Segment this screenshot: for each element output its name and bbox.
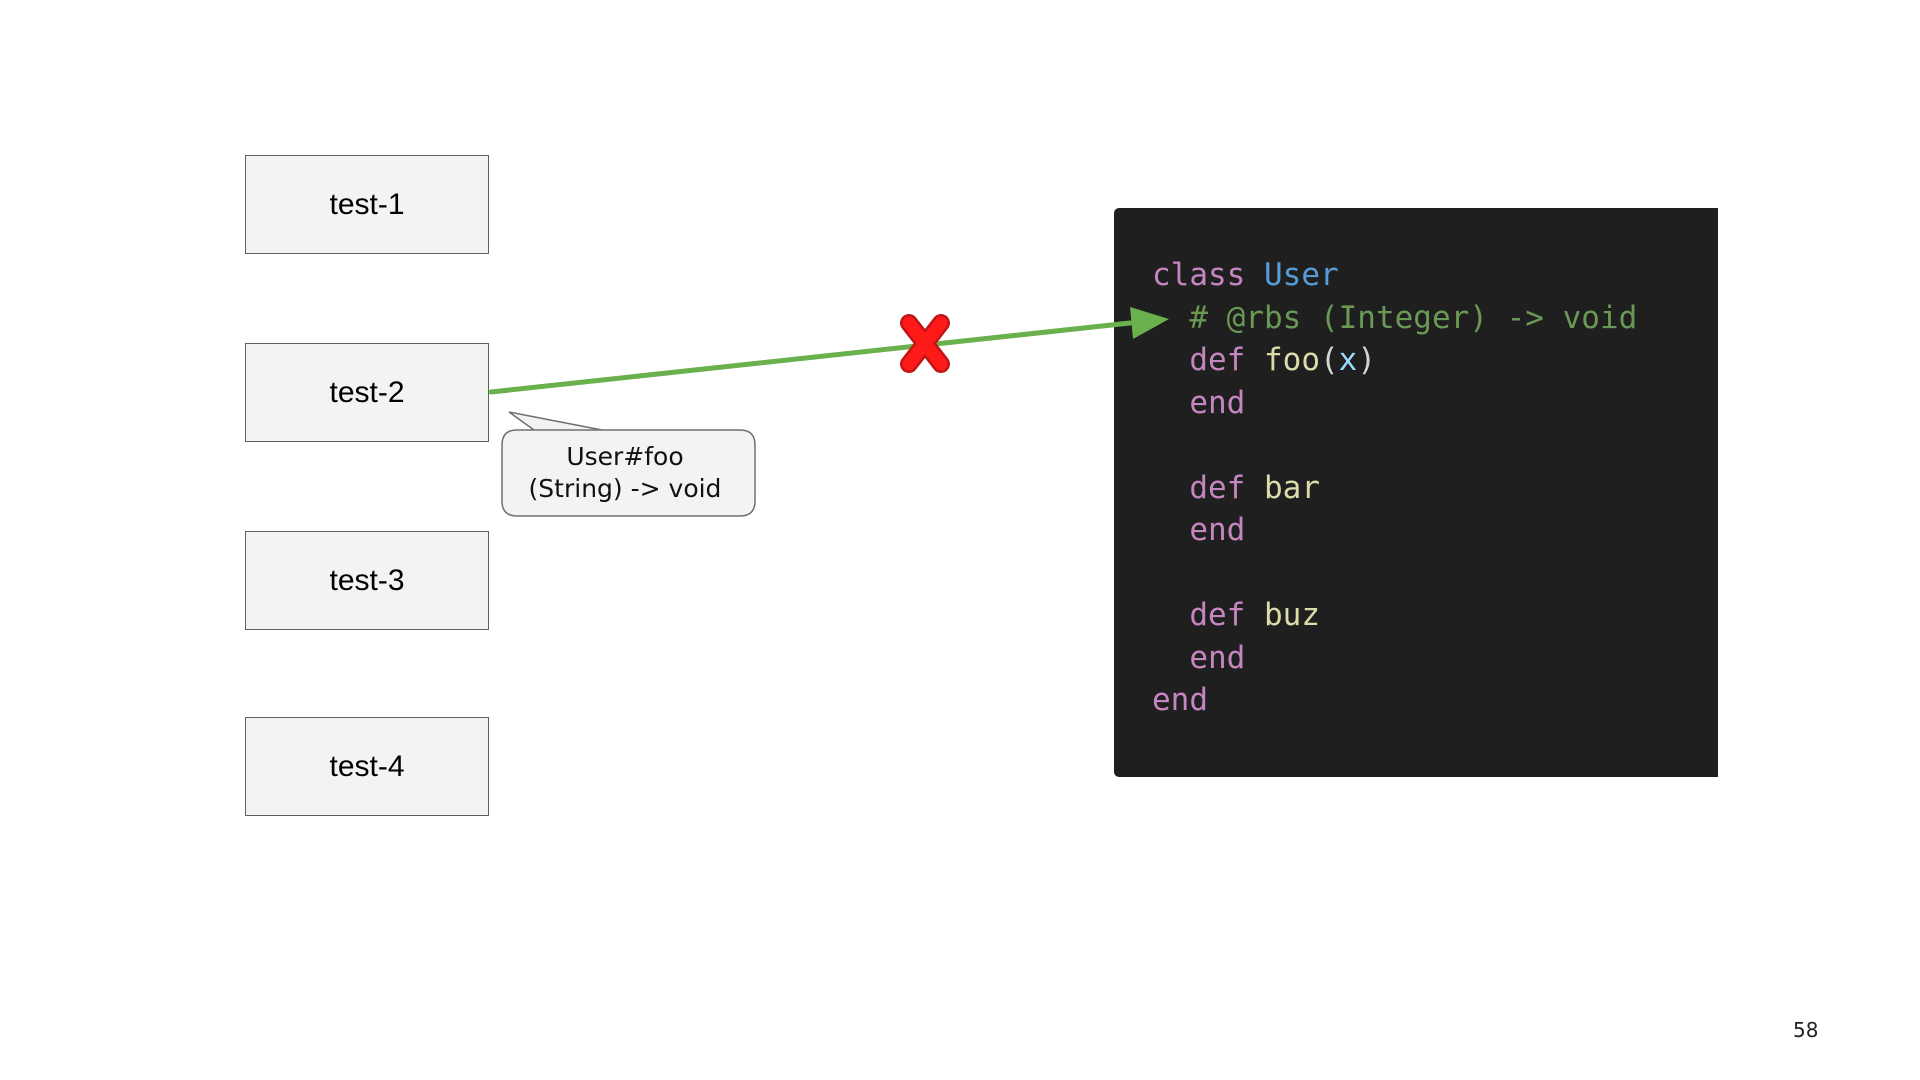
end-keyword: end [1189,384,1246,421]
test-box-label: test-4 [329,749,405,783]
param-x: x [1338,342,1358,378]
code-line-def-bar: def bar [1152,467,1637,510]
code-line-def-buz: def buz [1152,594,1637,637]
page-number: 58 [1793,1018,1819,1042]
test-box-4: test-4 [245,717,489,816]
test-box-label: test-1 [329,187,405,221]
class-keyword: class [1152,257,1246,293]
code-block: class User # @rbs (Integer) -> void def … [1152,254,1637,722]
close-paren: ) [1357,342,1377,378]
callout-line-1: User#foo [566,441,684,471]
code-line-class: class User [1152,254,1637,297]
test-box-label: test-3 [329,563,405,597]
code-line-end-bar: end [1152,509,1637,552]
open-paren: ( [1320,342,1339,378]
def-keyword: def [1189,342,1246,378]
arrowhead-icon [1130,307,1169,339]
method-name-foo: foo [1264,342,1320,378]
test-box-2: test-2 [245,343,489,442]
red-x-cross-icon [900,314,950,373]
callout-line-2: (String) -> void [528,473,722,503]
test-box-3: test-3 [245,531,489,630]
method-name-buz: buz [1264,597,1320,633]
code-panel: class User # @rbs (Integer) -> void def … [1114,208,1718,777]
def-keyword: def [1189,469,1246,506]
test-box-label: test-2 [329,375,405,409]
speech-bubble [501,411,756,517]
class-name: User [1264,257,1339,293]
def-keyword: def [1189,597,1246,633]
rbs-comment: # @rbs (Integer) -> void [1189,299,1638,336]
code-line-end-foo: end [1152,382,1637,425]
code-line-comment: # @rbs (Integer) -> void [1152,297,1637,340]
code-line-def-foo: def foo(x) [1152,339,1637,382]
method-name-bar: bar [1264,469,1320,506]
end-keyword: end [1189,512,1246,548]
code-line-end-class: end [1152,679,1637,722]
arrow-line [488,320,1133,395]
end-keyword: end [1152,682,1208,718]
end-keyword: end [1189,639,1246,676]
code-line-end-buz: end [1152,637,1637,680]
test-box-1: test-1 [245,155,489,254]
callout-text: User#foo (String) -> void [496,429,754,516]
